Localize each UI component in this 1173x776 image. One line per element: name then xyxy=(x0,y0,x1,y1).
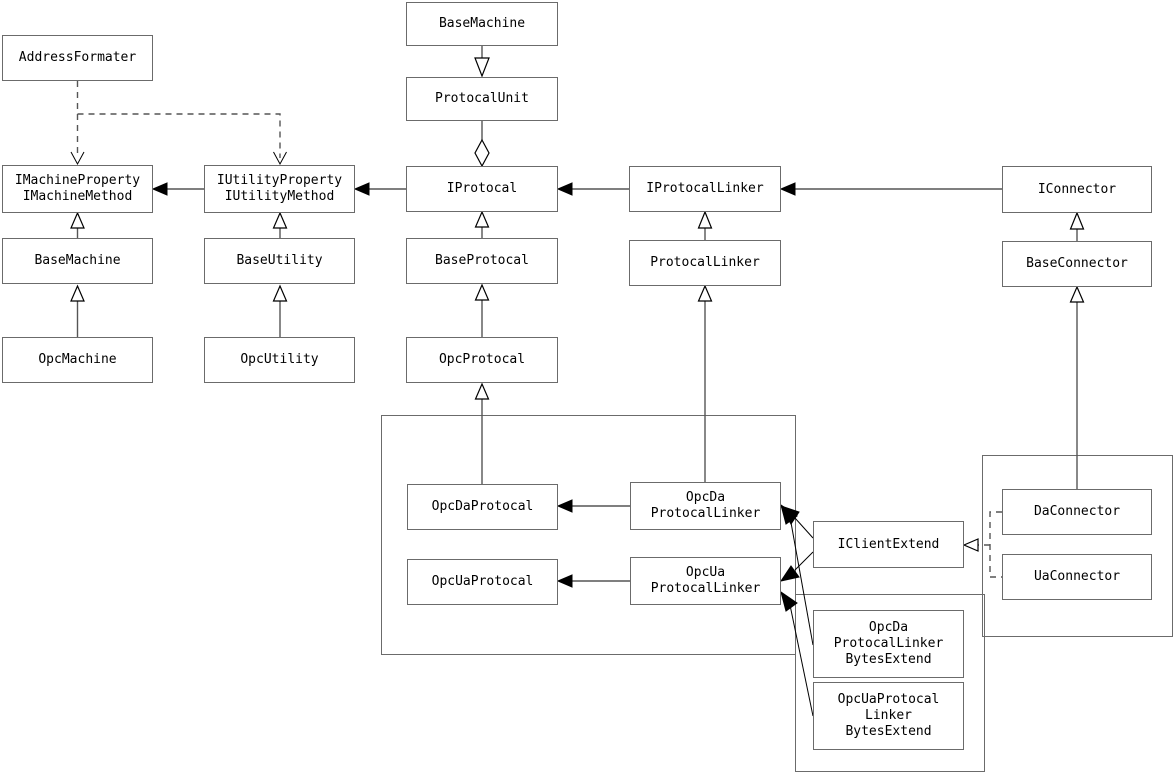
class-box-protocal-unit[interactable]: ProtocalUnit xyxy=(406,77,558,121)
class-box-protocal-linker[interactable]: ProtocalLinker xyxy=(629,240,781,286)
triangle-opcprotocal-baseprotocal xyxy=(474,283,490,301)
class-box-opc-utility[interactable]: OpcUtility xyxy=(204,337,355,383)
arrow-solid-iutility-imachine xyxy=(151,182,168,196)
class-box-base-machine-top[interactable]: BaseMachine xyxy=(406,2,558,46)
class-box-imachine-property[interactable]: IMachineProperty IMachineMethod xyxy=(2,165,153,213)
class-box-opc-ua-protocal[interactable]: OpcUaProtocal xyxy=(407,559,558,605)
triangle-opcmachine-basemachine xyxy=(70,284,85,302)
class-box-iprotocal-linker[interactable]: IProtocalLinker xyxy=(629,166,781,212)
class-box-iconnector[interactable]: IConnector xyxy=(1002,166,1152,213)
arrow-open-imachine xyxy=(70,151,85,166)
class-box-opc-da-protocal[interactable]: OpcDaProtocal xyxy=(407,484,558,530)
line-iclientextend-opcdalinker xyxy=(794,517,814,539)
arrow-open-iutility xyxy=(273,151,287,166)
triangle-opcutility-baseutility xyxy=(272,284,288,302)
dep-line-addressformater-iutility xyxy=(77,113,281,158)
triangle-baseconnector-iconnector xyxy=(1069,211,1085,230)
class-box-iutility-property[interactable]: IUtilityProperty IUtilityMethod xyxy=(204,165,355,213)
class-box-da-connector[interactable]: DaConnector xyxy=(1002,489,1152,535)
class-box-base-protocal[interactable]: BaseProtocal xyxy=(406,238,558,284)
protocal-group-container xyxy=(381,415,796,655)
triangle-baseprotocal-iprotocal xyxy=(474,210,490,228)
triangle-hollow-iclientextend xyxy=(962,538,979,552)
arrow-solid-iconnector-iprotocallinker xyxy=(779,182,796,196)
arrow-solid-iprotocal-iutility xyxy=(353,182,370,196)
triangle-basemachine-imachine xyxy=(70,211,85,229)
class-box-opc-da-protocal-linker[interactable]: OpcDa ProtocalLinker xyxy=(630,482,781,530)
triangle-opcdalinker-protocallinker xyxy=(697,284,713,302)
diamond-protocalunit-iprotocal xyxy=(474,138,490,168)
class-box-opc-protocal[interactable]: OpcProtocal xyxy=(406,337,558,383)
class-box-opc-da-bytes-extend[interactable]: OpcDa ProtocalLinker BytesExtend xyxy=(813,610,964,678)
line-iclientextend-opcualinker xyxy=(794,551,814,571)
class-box-opc-machine[interactable]: OpcMachine xyxy=(2,337,153,383)
class-box-opc-ua-bytes-extend[interactable]: OpcUaProtocal Linker BytesExtend xyxy=(813,682,964,750)
connector-group-container xyxy=(982,455,1173,637)
class-box-base-connector[interactable]: BaseConnector xyxy=(1002,241,1152,287)
triangle-opcdaprotocal-opcprotocal xyxy=(474,382,490,400)
class-box-base-utility[interactable]: BaseUtility xyxy=(204,238,355,284)
triangle-daconnector-baseconnector xyxy=(1069,285,1085,303)
class-box-iprotocal[interactable]: IProtocal xyxy=(406,166,558,212)
class-box-ua-connector[interactable]: UaConnector xyxy=(1002,554,1152,600)
triangle-protocallinker-iprotocallinker xyxy=(697,210,713,229)
arrow-solid-iprotocallinker-iprotocal xyxy=(556,182,573,196)
class-box-iclient-extend[interactable]: IClientExtend xyxy=(813,521,964,568)
class-box-address-formater[interactable]: AddressFormater xyxy=(2,35,153,81)
class-box-opc-ua-protocal-linker[interactable]: OpcUa ProtocalLinker xyxy=(630,557,781,605)
class-box-base-machine-left[interactable]: BaseMachine xyxy=(2,238,153,284)
triangle-baseutility-iutility xyxy=(272,211,288,229)
arrow-hollow-basemachine-protocalunit xyxy=(474,57,490,78)
